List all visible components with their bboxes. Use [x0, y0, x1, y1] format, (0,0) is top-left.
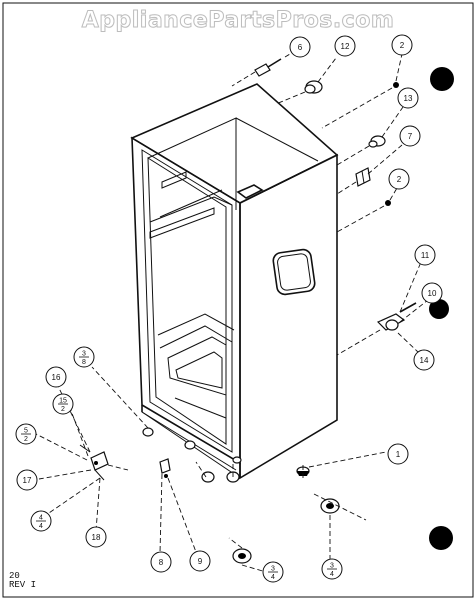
callout-c8: 8 — [150, 551, 172, 573]
callout-label: 11 — [421, 251, 430, 260]
callout-c18: 18 — [85, 526, 107, 548]
callout-label: 2 — [397, 175, 402, 184]
callout-numerator: 3 — [271, 566, 275, 573]
part-callout-icon — [397, 87, 419, 109]
parts — [79, 58, 417, 564]
callout-label: 14 — [420, 356, 429, 365]
callout-numerator: 3 — [330, 563, 334, 570]
fastener-part-icon — [393, 82, 399, 88]
callout-numerator: 4 — [39, 515, 43, 522]
leader-lines — [35, 47, 429, 573]
roller-part-icon — [232, 548, 252, 564]
callout-denominator: 4 — [330, 571, 334, 578]
foot-part-icon — [232, 456, 242, 464]
grommet-part-icon — [304, 80, 323, 94]
part-callout-icon — [150, 551, 172, 573]
callout-c44: 44 — [30, 510, 52, 532]
callout-c2b: 2 — [388, 168, 410, 190]
callout-c38: 38 — [73, 346, 95, 368]
callout-numerator: 5 — [24, 428, 28, 435]
callout-c11: 11 — [414, 244, 436, 266]
part-callout-icon — [289, 36, 311, 58]
callout-denominator: 8 — [82, 359, 86, 366]
registration-dot-icon — [429, 526, 453, 550]
callout-label: 1 — [396, 450, 401, 459]
callout-c12: 12 — [334, 35, 356, 57]
cabinet-body — [130, 83, 339, 480]
bracket-part-icon — [159, 458, 171, 478]
callout-label: 10 — [428, 289, 437, 298]
callout-c52: 52 — [15, 423, 37, 445]
part-callout-icon — [16, 469, 38, 491]
footer-line-2: REV I — [9, 580, 37, 590]
callout-label: 13 — [404, 94, 413, 103]
callout-c7: 7 — [399, 125, 421, 147]
callout-c17: 17 — [16, 469, 38, 491]
registration-dot-icon — [429, 299, 449, 319]
callout-c6: 6 — [289, 36, 311, 58]
registration-dot-icon — [430, 67, 454, 91]
callout-label: 2 — [400, 41, 405, 50]
callout-label: 7 — [408, 132, 413, 141]
callout-denominator: 2 — [24, 436, 28, 443]
callout-c14: 14 — [413, 349, 435, 371]
part-callout-icon — [85, 526, 107, 548]
callout-label: 16 — [52, 373, 61, 382]
fastener-part-icon — [385, 200, 391, 206]
part-callout-icon — [413, 349, 435, 371]
hinge-part-icon — [376, 302, 417, 331]
callout-c16: 16 — [45, 366, 67, 388]
callout-c34b: 34 — [262, 561, 284, 583]
callout-c34a: 34 — [321, 558, 343, 580]
callout-label: 18 — [92, 533, 101, 542]
part-callout-icon — [388, 168, 410, 190]
foot-part-icon — [184, 440, 196, 450]
part-callout-icon — [391, 34, 413, 56]
callout-label: 12 — [341, 42, 350, 51]
callout-label: 8 — [159, 558, 164, 567]
bottom-hinge-part-icon — [79, 444, 109, 481]
part-callout-icon — [334, 35, 356, 57]
part-callout-icon — [45, 366, 67, 388]
foot-part-icon — [201, 471, 215, 483]
callout-numerator: 3 — [82, 351, 86, 358]
callout-c2a: 2 — [391, 34, 413, 56]
part-callout-icon — [414, 244, 436, 266]
callout-denominator: 4 — [39, 523, 43, 530]
part-callout-icon — [421, 282, 443, 304]
callout-label: 9 — [198, 557, 203, 566]
callout-c9: 9 — [189, 550, 211, 572]
callout-numerator: 15 — [59, 398, 67, 405]
callout-c152: 152 — [52, 393, 74, 415]
footer-line-1: 20 — [9, 571, 20, 581]
screw-part-icon — [254, 58, 282, 77]
roller-part-icon — [320, 498, 340, 514]
callout-denominator: 4 — [271, 574, 275, 581]
part-callout-icon — [189, 550, 211, 572]
callout-denominator: 2 — [61, 406, 65, 413]
plug-part-icon — [368, 135, 386, 148]
callout-c10: 10 — [421, 282, 443, 304]
foot-part-icon — [142, 427, 154, 437]
part-callout-icon — [387, 443, 409, 465]
callout-c13: 13 — [397, 87, 419, 109]
callout-c1: 1 — [387, 443, 409, 465]
callout-label: 6 — [298, 43, 303, 52]
part-callout-icon — [399, 125, 421, 147]
clip-part-icon — [355, 167, 371, 187]
callout-label: 17 — [23, 476, 32, 485]
